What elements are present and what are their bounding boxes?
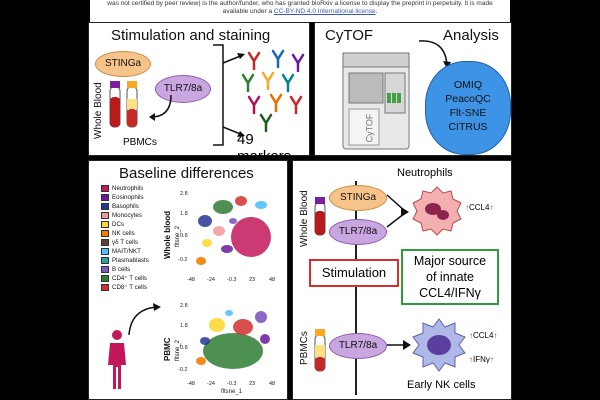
- legend-item: γδ T cells: [101, 239, 138, 246]
- xtick: -48: [187, 381, 195, 387]
- split-arrow-icon: [149, 94, 172, 121]
- xtick: -0.3: [227, 381, 237, 387]
- ytick: 1.8: [180, 211, 188, 217]
- results-tube-bottom-icon: [314, 329, 326, 372]
- cytof-panel: CyTOF Analysis CyTOF OMIQ PeacoQC Flt-SN…: [314, 22, 512, 156]
- ccl4-up-bottom: ↑CCL4↑: [469, 331, 498, 340]
- results-tlr-bottom-cloud: TLR7/8a: [329, 333, 387, 359]
- analysis-title: Analysis: [443, 27, 499, 44]
- bracket-arrows-icon: [213, 44, 245, 146]
- results-tube-top-icon: [314, 197, 326, 236]
- plot2-xaxis-label: fltsne_1: [221, 389, 243, 395]
- neutrophils-label: Neutrophils: [397, 167, 453, 179]
- legend-item: Eosinophils: [101, 194, 144, 201]
- neutrophil-cell-icon: [412, 186, 462, 236]
- legend-item: Neutrophils: [101, 185, 143, 192]
- cell-legend: Neutrophils Eosinophils Basophils Monocy…: [101, 185, 171, 295]
- timeline-line: [355, 181, 357, 395]
- results-sting-cloud: STINGa: [329, 185, 387, 211]
- ytick: 0.8: [180, 345, 188, 351]
- curved-arrow-up-icon: [128, 303, 161, 336]
- analysis-tools-cloud: OMIQ PeacoQC Flt-SNE CITRUS: [425, 61, 511, 155]
- legend-item: Plasmablasts: [101, 257, 149, 264]
- sting-cloud: STINGa: [95, 51, 151, 77]
- tool-omiq: OMIQ: [454, 79, 482, 91]
- arrow-to-nk-icon: [387, 340, 411, 350]
- legend-item: Basophils: [101, 203, 139, 210]
- early-nk-label: Early NK cells: [407, 379, 476, 391]
- xtick: -24: [207, 277, 215, 283]
- results-pbmcs-label: PBMCs: [299, 331, 310, 365]
- ytick: 2.8: [180, 191, 188, 197]
- tool-fltsne: Flt-SNE: [449, 107, 487, 119]
- xtick: -24: [207, 381, 215, 387]
- whole-blood-label: Whole Blood: [93, 82, 104, 139]
- cytof-machine-label: CyTOF: [364, 113, 375, 143]
- ytick: -0.2: [178, 257, 188, 263]
- pbmc-axis-label: PBMC: [163, 337, 172, 361]
- banner-line-1: was not certified by peer review) is the…: [107, 0, 493, 7]
- ccl4-up-top: ↑CCL4↑: [465, 203, 494, 212]
- whole-blood-axis-label: Whole blood: [163, 211, 172, 259]
- legend-item: CD4⁺ T cells: [101, 275, 147, 282]
- xtick: -48: [187, 277, 195, 283]
- license-banner: was not certified by peer review) is the…: [90, 0, 510, 22]
- results-panel: Whole Blood PBMCs STINGa TLR7/8a Stimula…: [292, 160, 512, 400]
- baseline-title: Baseline differences: [119, 165, 254, 182]
- tool-citrus: CITRUS: [448, 121, 488, 133]
- stimulation-panel: Stimulation and staining STINGa TLR7/8a …: [88, 22, 310, 165]
- ifng-up: ↑IFNγ↑: [469, 355, 494, 364]
- tsne-plot-whole-blood: [189, 187, 279, 275]
- arrow-to-neutrophil-icon: [386, 194, 409, 228]
- xtick: -0.3: [227, 277, 237, 283]
- xtick: 23: [249, 381, 256, 387]
- ytick: 2.8: [180, 303, 188, 309]
- legend-item: Monocytes: [101, 212, 142, 219]
- stimulation-box: Stimulation: [309, 259, 399, 287]
- tlr-cloud: TLR7/8a: [155, 75, 211, 103]
- xtick: 48: [269, 277, 276, 283]
- xtick: 23: [249, 277, 256, 283]
- cytof-instrument-icon: [342, 52, 410, 150]
- legend-item: CD8⁺ T cells: [101, 284, 147, 291]
- ytick: -0.2: [178, 367, 188, 373]
- license-link[interactable]: CC-BY-ND 4.0 International license: [273, 7, 376, 15]
- ytick: 1.8: [180, 323, 188, 329]
- pbmcs-label: PBMCs: [123, 137, 157, 148]
- person-icon: [108, 330, 126, 389]
- legend-item: MAIT/NKT: [101, 248, 141, 255]
- legend-item: B cells: [101, 266, 130, 273]
- nk-cell-icon: [412, 318, 466, 372]
- legend-item: NK cells: [101, 230, 135, 237]
- cytof-title: CyTOF: [325, 27, 374, 44]
- banner-line-2: available under a CC-BY-ND 4.0 Internati…: [222, 7, 378, 15]
- antibodies-icon: [241, 49, 305, 133]
- results-tlr-top-cloud: TLR7/8a: [329, 219, 387, 245]
- major-source-box: Major source of innate CCL4/IFNγ: [401, 249, 499, 305]
- results-whole-blood-label: Whole Blood: [299, 190, 310, 247]
- tool-peacoqc: PeacoQC: [445, 93, 491, 105]
- stimulation-title: Stimulation and staining: [111, 27, 271, 44]
- blood-tubes-icon: [109, 81, 138, 128]
- tsne-plot-pbmc: [189, 299, 279, 379]
- ytick: 0.8: [180, 233, 188, 239]
- baseline-panel: Baseline differences Neutrophils Eosinop…: [88, 160, 288, 400]
- legend-item: DCs: [101, 221, 124, 228]
- xtick: 48: [269, 381, 276, 387]
